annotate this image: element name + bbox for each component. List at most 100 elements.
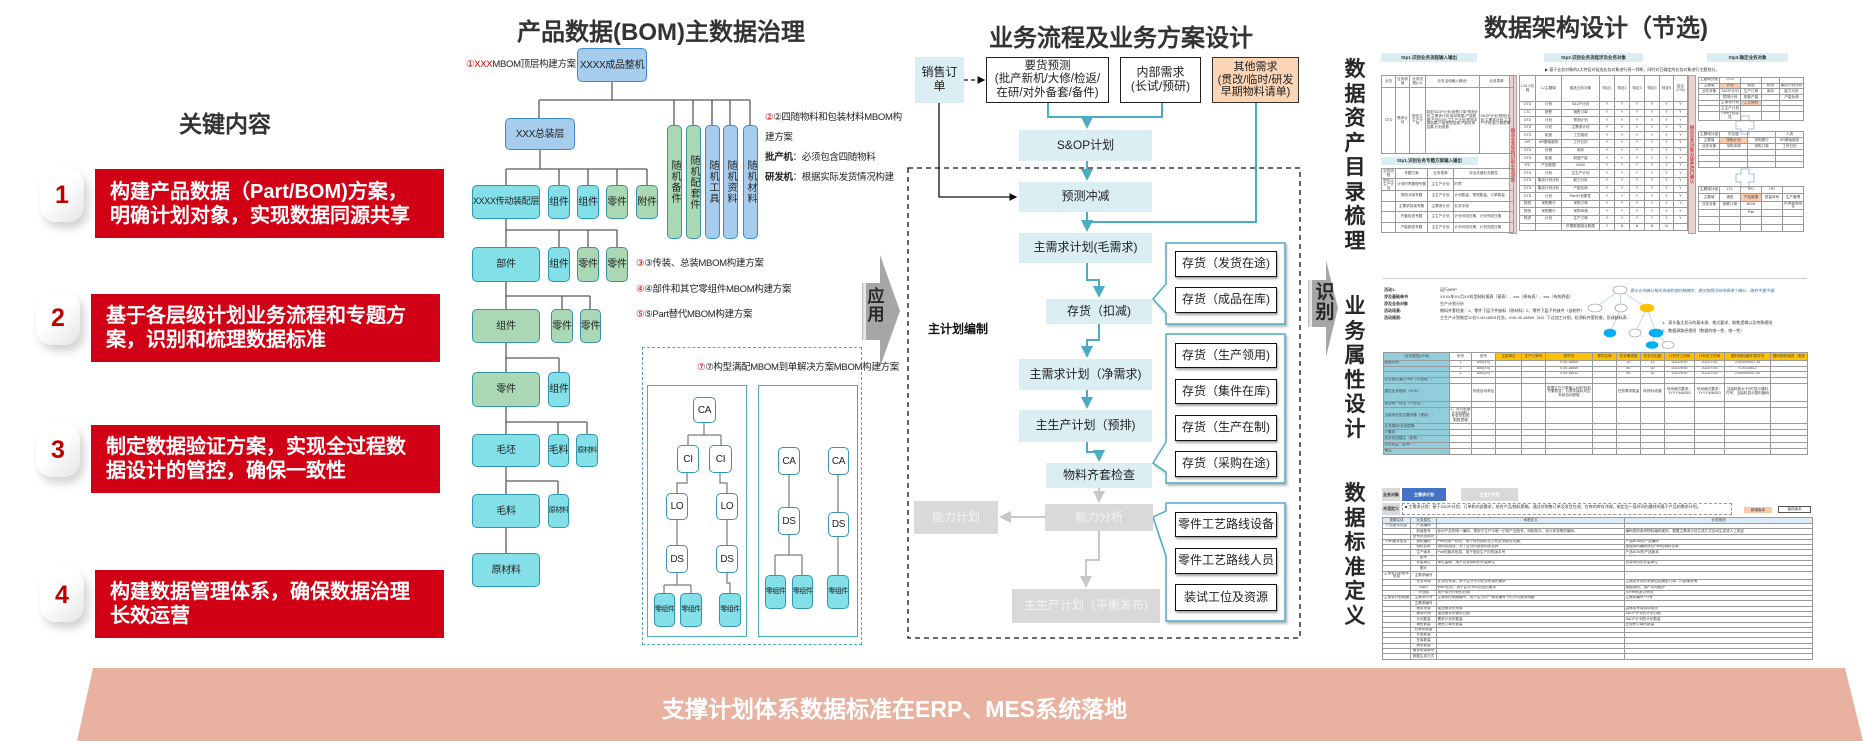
table-cell: Y — [1673, 199, 1688, 209]
table-cell — [1770, 365, 1808, 372]
catalog-divider-bar: 融合业务对象分级并进行确认 — [1688, 75, 1696, 234]
config-node-part: 零组件 — [680, 593, 702, 627]
attr-info-value: 生产计划分析 — [1440, 301, 1464, 306]
table-cell: 产品数据 — [1740, 193, 1762, 202]
bom-node: 毛料 — [548, 434, 569, 467]
callout-item: 存货（成品在库) — [1175, 287, 1277, 313]
std-tab-inactive[interactable]: 主生产计划 — [1461, 488, 1518, 501]
attr-info-label: 活动1: — [1384, 287, 1396, 292]
table-cell: 时界 — [1453, 177, 1514, 192]
table-cell: 型号状态标识 — [1410, 533, 1437, 540]
table-cell — [1471, 406, 1496, 424]
attr-info-value: 物料齐套检查：1、零件下层子件缺料（原材料）2、零件下层子件缺件（自制件） — [1440, 308, 1585, 313]
table-cell: 采购订单 — [1561, 199, 1600, 209]
attr-diagram-note: 1、表头备注显示的基本源、格式要求、取数逻辑以及特殊规则 — [1662, 320, 1773, 325]
table-cell — [1592, 406, 1617, 424]
table-cell: 产品基本信息 — [1382, 522, 1411, 530]
table-header-cell: 生产订单号 — [1521, 352, 1546, 361]
attr-info-value: XXXX年XX月XX机型制料报表（基表）、xxx（原始表）、xxx（系统界面） — [1440, 294, 1574, 299]
table-cell: 任务需求数量 — [1616, 382, 1641, 402]
config-node-ds: DS — [666, 545, 688, 573]
table-cell: Y — [1659, 108, 1674, 118]
new-version-button[interactable]: 新增版本 — [1744, 507, 1772, 513]
config-node-part: 零组件 — [654, 593, 675, 627]
table-cell: 制造产能 — [1561, 154, 1600, 163]
table-cell — [1495, 406, 1522, 424]
flow-mds-net: 主需求计划（净需求) — [1019, 359, 1152, 390]
table-cell: 需求计划 — [1395, 87, 1410, 154]
table-cell: 质量体系 — [1761, 193, 1783, 202]
table-cell: Y — [1614, 131, 1630, 140]
table-cell: OTD — [1519, 131, 1536, 140]
item-number-badge: 4 — [40, 568, 84, 622]
table-cell: 主需求扣减专题 — [1395, 200, 1428, 213]
table-cell: IPD — [1740, 185, 1762, 195]
table-cell: N — [1659, 222, 1674, 232]
note-text: ⑤Part替代MBOM构建方案 — [644, 309, 753, 320]
std-tab-active[interactable]: 主需求计划 — [1402, 488, 1446, 501]
bom-node: 组件 — [472, 309, 540, 343]
table-row: 产能核查专题主生产计划计划可用日期、计划完成日期 — [1381, 221, 1514, 234]
table-header-cell: 主制单位 — [1495, 352, 1522, 361]
config-node-ds: DS — [828, 512, 849, 537]
table-cell — [1616, 406, 1641, 424]
note-text: ③传装、总装MBOM构建方案 — [644, 258, 764, 269]
table-cell — [1521, 382, 1546, 402]
table-cell: 制定主生产计划 — [1409, 87, 1426, 154]
table-cell — [1770, 406, 1808, 424]
table-cell: OTD — [1519, 184, 1536, 194]
table-cell: 齐套检查专题 — [1395, 211, 1428, 223]
table-row — [1698, 161, 1804, 168]
table-header-cell: 特征2 — [1614, 75, 1630, 102]
table-cell — [1664, 447, 1695, 455]
attr-info-label: 活动规则: — [1384, 315, 1402, 320]
table-cell — [1782, 216, 1804, 225]
table-cell: 系统自动带出 — [1471, 382, 1496, 402]
table-row: 备注 — [1383, 447, 1808, 455]
std-definition-label: 术语定义 — [1382, 503, 1400, 515]
table-cell: Y — [1673, 161, 1688, 171]
table-cell: 主需求计划明细 — [1382, 595, 1411, 602]
callout-item: 存货（发货在途) — [1175, 251, 1277, 277]
table-cell — [1640, 406, 1665, 424]
save-version-button[interactable]: 保存版本 — [1778, 506, 1811, 513]
table-row: Part — [1698, 209, 1804, 218]
table-cell: 物资 — [1519, 207, 1536, 216]
attr-info-label: 涉及基础单书 — [1384, 294, 1408, 299]
table-cell: Y — [1673, 101, 1688, 110]
note-text: ：根据实际发货情况构建 — [792, 172, 895, 183]
table-cell: Y — [1599, 192, 1615, 201]
table-cell: Y — [1629, 199, 1645, 209]
flow-text-line: 要货预测 — [1024, 60, 1071, 73]
table-cell: 能力分析 — [1779, 88, 1804, 96]
flow-capacity-plan: 能力计划 — [914, 501, 998, 534]
table-cell: Y — [1599, 131, 1615, 140]
attr-diagram-note: 需与业务确认相关资源取值的精确性，建议按照活动场景逐个确认，做到不重不漏 — [1630, 288, 1774, 293]
note-label: 批产机 — [765, 152, 793, 163]
table-cell: 仓储 — [1535, 146, 1562, 156]
config-full-panel — [647, 385, 747, 637]
config-node-part: 零组件 — [792, 575, 813, 609]
table-cell — [1381, 190, 1396, 202]
stp2-band: Stp2.识别业务流程涉及业务对象 — [1544, 53, 1643, 62]
table-cell: 库存 — [1561, 146, 1600, 156]
table-cell: Y — [1644, 116, 1660, 125]
table-cell: 主需求计划 — [1561, 123, 1600, 133]
table-header-cell: 计划完工时间 — [1694, 352, 1725, 361]
table-cell: S&OP计划;预测计划;主需求计划;主生产计划;能力核查单 — [1479, 87, 1514, 154]
table-header-cell: 零件名称 — [1592, 352, 1617, 361]
table-cell: Y — [1629, 214, 1645, 224]
key-item-3: 制定数据验证方案，实现全过程数 据设计的管控，确保一致性 — [91, 425, 440, 493]
table-cell: Y — [1644, 207, 1660, 216]
table-row: 齐套检查专题主生产计划计划可用日期、计划完成日期 — [1381, 211, 1514, 223]
table-cell: 主需求编号 — [1410, 570, 1437, 581]
table-cell: 需求来源单号 — [1410, 648, 1437, 655]
flow-text-line: (贯改/临时/研发 — [1217, 73, 1294, 86]
table-cell: 制定主生产计划 — [1381, 177, 1396, 192]
